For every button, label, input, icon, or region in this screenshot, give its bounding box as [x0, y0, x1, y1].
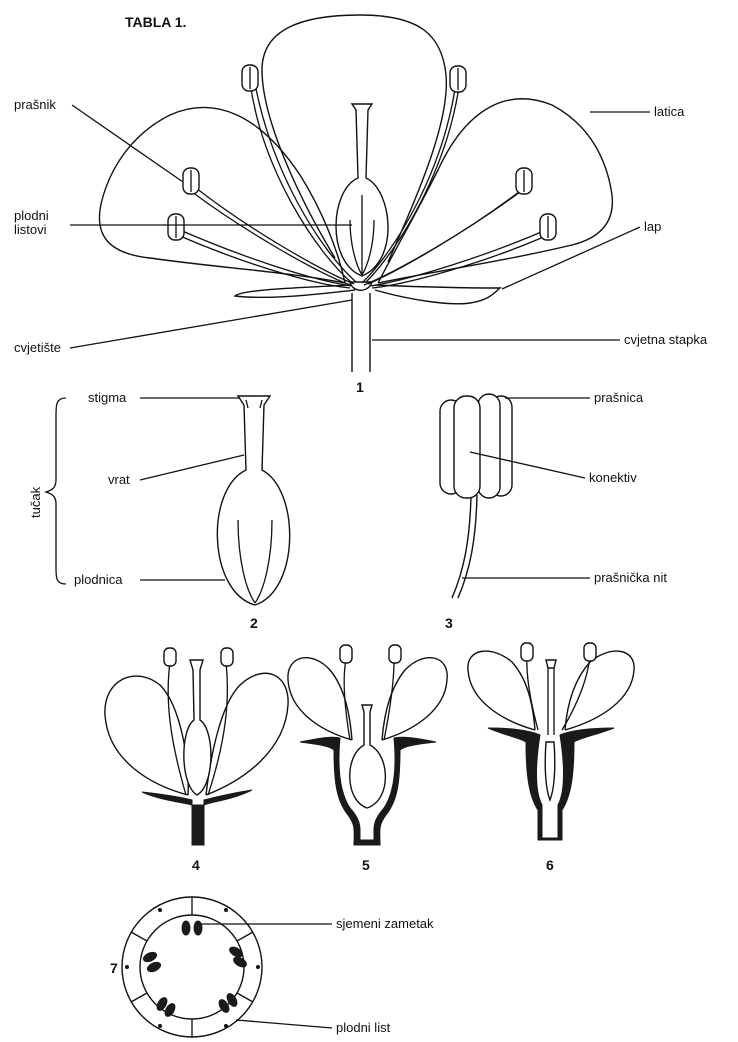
figure-number-1: 1	[356, 379, 364, 395]
figure-3-stamen: prašnica konektiv prašnička nit 3	[440, 390, 667, 631]
label-stigma: stigma	[88, 390, 127, 405]
figure-4-flower: 4	[105, 648, 288, 873]
label-prasnica: prašnica	[594, 390, 644, 405]
label-plodnica: plodnica	[74, 572, 123, 587]
label-lap: lap	[644, 219, 661, 234]
pistil-fig1	[336, 104, 388, 276]
figure-number-4: 4	[192, 857, 200, 873]
label-vrat: vrat	[108, 472, 130, 487]
tucak-bracket	[46, 398, 66, 584]
label-sjemeni-zametak: sjemeni zametak	[336, 916, 434, 931]
label-prasnicka-nit: prašnička nit	[594, 570, 667, 585]
pistil-drawing	[217, 396, 289, 605]
petal-left	[99, 108, 345, 284]
figure-number-2: 2	[250, 615, 258, 631]
pedicel	[352, 293, 370, 372]
figure-2-pistil: tučak stigma vrat plodnica 2	[28, 390, 290, 631]
plate-title: TABLA 1.	[125, 14, 186, 30]
sepal-right	[375, 285, 500, 304]
figure-6-flower: 6	[468, 643, 634, 873]
label-cvjetna-stapka: cvjetna stapka	[624, 332, 708, 347]
label-latica: latica	[654, 104, 685, 119]
figure-5-flower: 5	[288, 645, 447, 873]
label-plodni-list: plodni list	[336, 1020, 391, 1035]
figure-number-5: 5	[362, 857, 370, 873]
label-tucak: tučak	[28, 486, 43, 518]
figure-number-3: 3	[445, 615, 453, 631]
figure-number-7: 7	[110, 960, 118, 976]
figure-7-cross-section: sjemeni zametak plodni list 7	[110, 897, 434, 1037]
label-plodni: plodni	[14, 208, 49, 223]
figure-number-6: 6	[546, 857, 554, 873]
label-listovi: listovi	[14, 222, 47, 237]
filament-fig3	[452, 495, 477, 598]
label-cvjetiste: cvjetište	[14, 340, 61, 355]
anther-fig3	[440, 394, 512, 498]
figure-1-flower: prašnik plodni listovi cvjetište latica …	[14, 15, 708, 395]
label-prasnik: prašnik	[14, 97, 56, 112]
label-konektiv: konektiv	[589, 470, 637, 485]
